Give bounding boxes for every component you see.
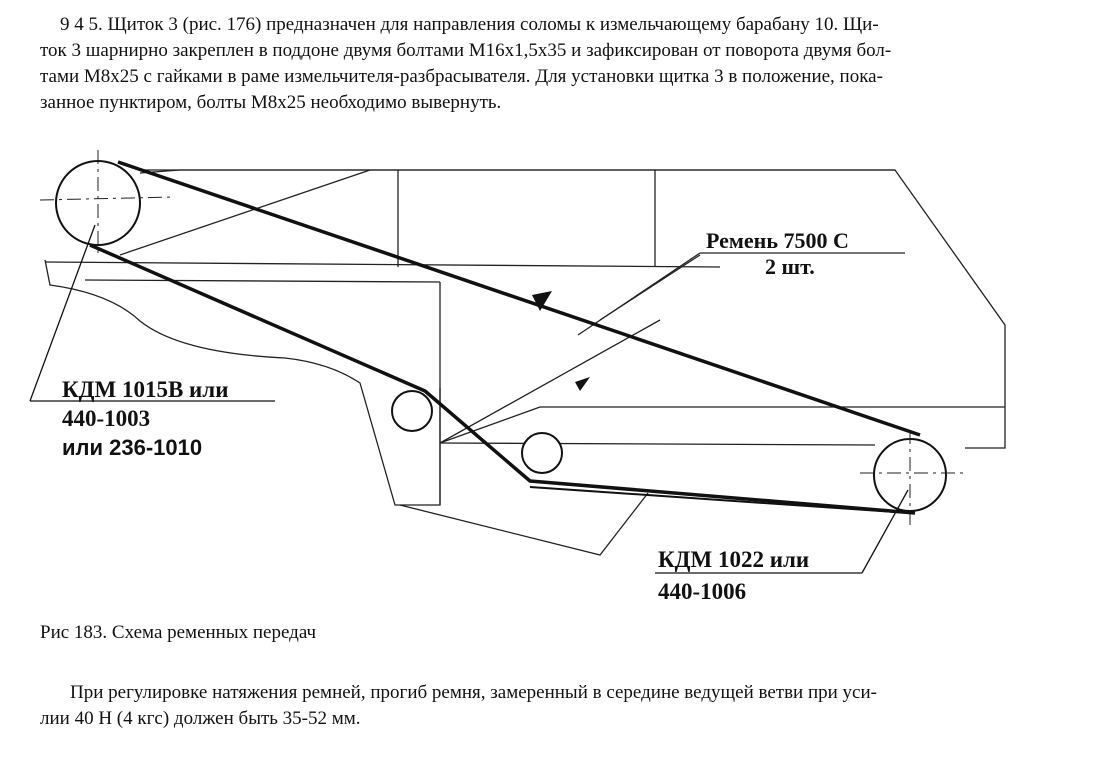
leader-left — [29, 224, 96, 402]
frame-horizontal — [44, 261, 721, 268]
intro-paragraph: 9 4 5. Щиток 3 (рис. 176) предназначен д… — [40, 12, 1102, 116]
frame-lower-horizontal-2 — [439, 442, 876, 446]
intro-line-4: занное пунктиром, болты М8х25 необходимо… — [40, 92, 502, 113]
belt-direction-arrow-2 — [575, 377, 590, 391]
tension-line-1: При регулировке натяжения ремней, прогиб… — [70, 682, 877, 703]
right-label-line1: КДМ 1022 или — [658, 547, 809, 572]
belt-upper-run — [117, 160, 921, 437]
belt-lower-run-2 — [529, 486, 911, 514]
belt-drive-diagram: Ремень 7500 С 2 шт. КДМ 1015В или 440-10… — [29, 150, 1006, 604]
intro-line-2: ток 3 шарнирно закреплен в поддоне двумя… — [40, 40, 892, 61]
intro-line-3: тами М8х25 с гайками в раме измельчителя… — [40, 66, 883, 87]
left-label-line2: 440-1003 — [62, 406, 150, 431]
belt-label-line1: Ремень 7500 С — [706, 228, 849, 253]
frame-left-shape — [44, 259, 441, 506]
tension-line-2: лии 40 Н (4 кгс) должен быть 35-52 мм. — [40, 708, 361, 729]
figure-caption: Рис 183. Схема ременных передач — [40, 622, 317, 643]
frame-horizontal-2 — [84, 279, 441, 283]
leader-belt — [577, 252, 701, 336]
belt-lower-run — [89, 243, 916, 515]
leader-right — [861, 489, 909, 574]
idler-pulley-2 — [521, 432, 563, 474]
left-label-line3: или 236-1010 — [62, 435, 202, 460]
belt-direction-arrow — [532, 291, 552, 311]
frame-diag-lower — [439, 406, 541, 444]
drive-pulley-centerline-h — [39, 196, 176, 201]
left-label-line1: КДМ 1015В или — [62, 377, 228, 402]
idler-pulley-1 — [391, 390, 433, 432]
lower-bracket — [399, 492, 649, 556]
intro-line-1: 9 4 5. Щиток 3 (рис. 176) предназначен д… — [60, 14, 879, 35]
tension-paragraph: При регулировке натяжения ремней, прогиб… — [40, 680, 1102, 732]
belt-label-line2: 2 шт. — [765, 254, 815, 279]
right-label-line2: 440-1006 — [658, 579, 746, 604]
diagonal-brace-1 — [119, 169, 371, 256]
frame-outline — [139, 169, 1006, 449]
diagonal-brace-2 — [439, 319, 661, 444]
